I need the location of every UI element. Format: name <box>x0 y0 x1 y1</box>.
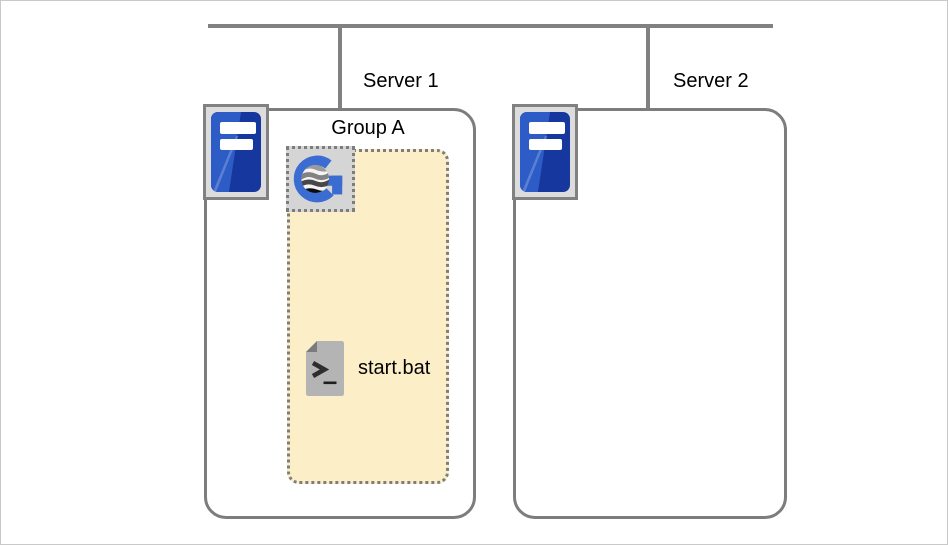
server-icon <box>203 104 269 200</box>
server-rack-glyph <box>520 112 570 192</box>
server1-label: Server 1 <box>363 70 439 92</box>
batch-file-icon <box>306 341 344 396</box>
group-a-label: Group A <box>331 117 405 139</box>
server1-connector-line <box>338 26 342 108</box>
server2-connector-line <box>646 26 650 108</box>
network-bus-line <box>208 24 773 28</box>
batch-file-label: start.bat <box>358 357 431 379</box>
server2-label: Server 2 <box>673 70 749 92</box>
g-logo-icon <box>286 146 355 212</box>
server-icon <box>512 104 578 200</box>
server-rack-glyph <box>211 112 261 192</box>
